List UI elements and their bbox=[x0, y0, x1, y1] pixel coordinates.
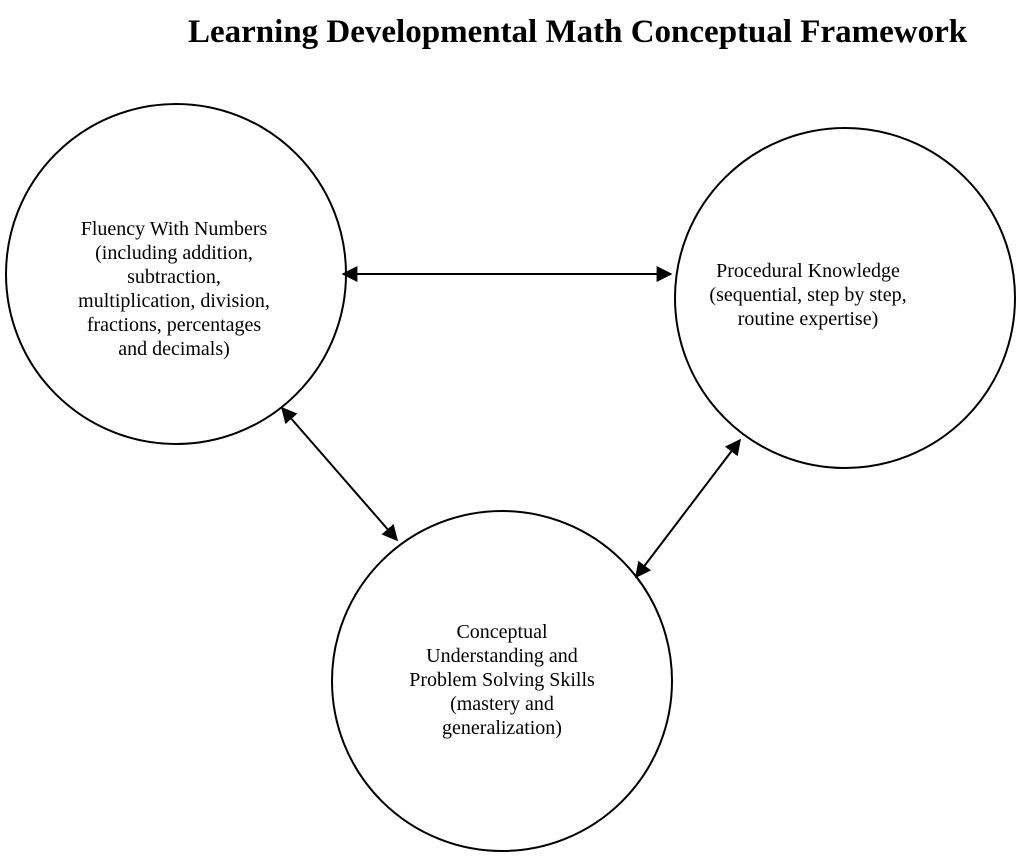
fluency-line: subtraction, bbox=[127, 266, 221, 288]
arrow-fluency-conceptual bbox=[280, 406, 399, 542]
fluency-line: (including addition, bbox=[95, 242, 253, 264]
procedural-line: Procedural Knowledge bbox=[716, 260, 900, 282]
fluency-label: Fluency With Numbers (including addition… bbox=[24, 217, 324, 361]
fluency-line: multiplication, division, bbox=[78, 290, 270, 312]
conceptual-line: Problem Solving Skills bbox=[409, 669, 595, 691]
fluency-line: Fluency With Numbers bbox=[80, 218, 268, 240]
conceptual-line: generalization) bbox=[442, 717, 562, 739]
conceptual-label: Conceptual Understanding and Problem Sol… bbox=[338, 620, 666, 740]
procedural-label: Procedural Knowledge (sequential, step b… bbox=[680, 259, 936, 331]
fluency-line: fractions, percentages bbox=[86, 314, 262, 336]
conceptual-circle bbox=[331, 510, 673, 852]
diagram-title: Learning Developmental Math Conceptual F… bbox=[188, 14, 968, 50]
procedural-line: (sequential, step by step, bbox=[709, 284, 907, 306]
procedural-line: routine expertise) bbox=[737, 308, 879, 330]
conceptual-line: Understanding and bbox=[426, 645, 578, 667]
fluency-line: and decimals) bbox=[118, 338, 230, 360]
conceptual-line: (mastery and bbox=[450, 693, 554, 715]
conceptual-line: Conceptual bbox=[456, 621, 548, 643]
procedural-circle bbox=[674, 127, 1016, 469]
arrow-procedural-conceptual bbox=[635, 438, 741, 579]
